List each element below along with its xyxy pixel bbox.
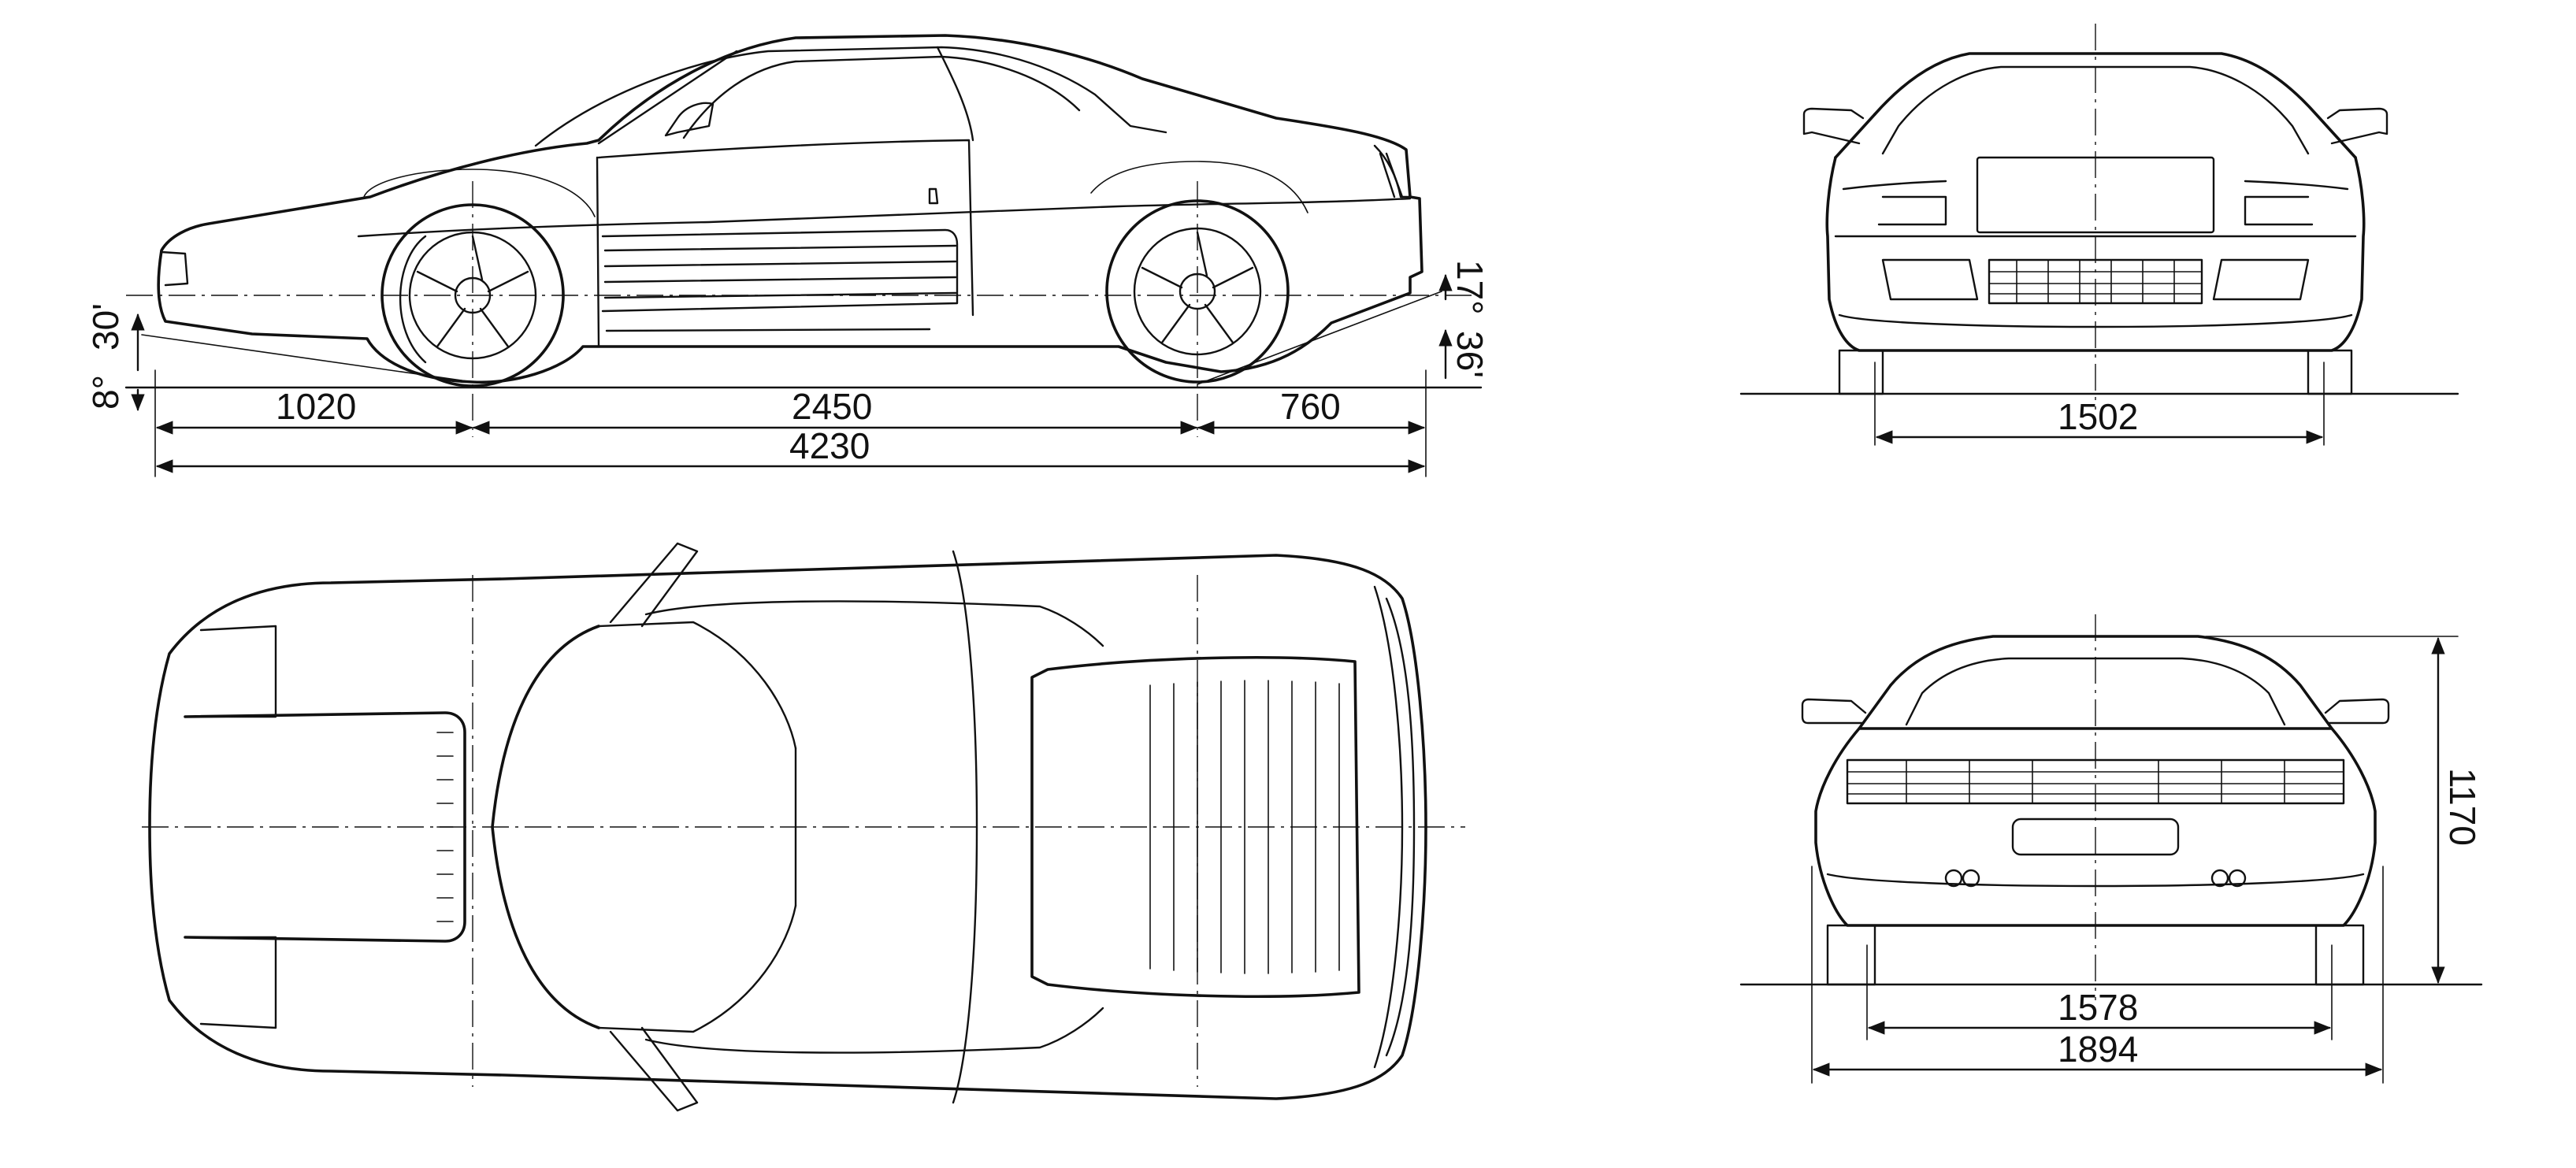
- side-intake-strakes: [601, 228, 959, 313]
- front-overhang-label: 1020: [276, 386, 356, 427]
- front-grille-bars: [1988, 259, 2203, 304]
- rear-grille-bars: [1847, 759, 2344, 804]
- front-view: 1502: [1739, 24, 2459, 446]
- approach-angle-min: 30': [85, 303, 126, 350]
- rear-dimensions: 1578 1894 1170: [1811, 636, 2483, 1084]
- engine-cover-louvres: [1149, 680, 1340, 974]
- top-view: [142, 542, 1465, 1112]
- overall-width-label: 1894: [2058, 1029, 2138, 1070]
- departure-angle-min: 36': [1449, 331, 1490, 378]
- side-dimensions: 1020 2450 760 4230 8° 30' 17° 36': [85, 260, 1490, 477]
- rear-track-label: 1578: [2058, 987, 2138, 1028]
- wheelbase-label: 2450: [792, 386, 872, 427]
- rear-overhang-label: 760: [1280, 386, 1341, 427]
- hood-vents: [436, 732, 454, 922]
- front-track-dimension: 1502: [1874, 362, 2325, 446]
- departure-angle-deg: 17°: [1449, 260, 1490, 315]
- side-view: 1020 2450 760 4230 8° 30' 17° 36': [85, 34, 1490, 477]
- front-wheel-side: [363, 169, 596, 387]
- front-track-label: 1502: [2058, 396, 2138, 437]
- rear-view: 1578 1894 1170: [1739, 614, 2483, 1084]
- overall-length-label: 4230: [789, 425, 870, 466]
- overall-height-label: 1170: [2442, 768, 2483, 846]
- approach-angle-deg: 8°: [85, 375, 126, 410]
